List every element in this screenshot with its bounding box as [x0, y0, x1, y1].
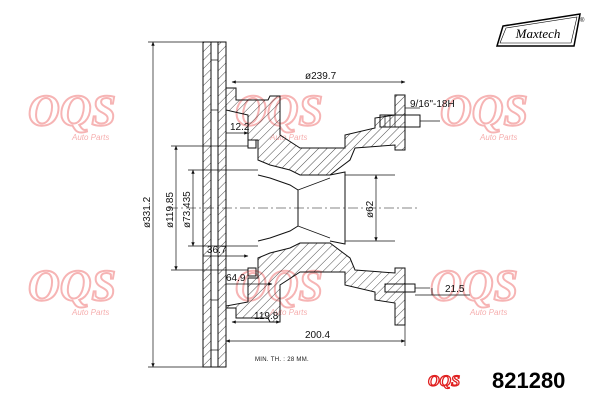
dim-64-9: 64.9	[226, 273, 246, 284]
hub-section-upper	[225, 87, 440, 176]
svg-text:Auto Parts: Auto Parts	[71, 133, 109, 142]
footer-logo: OQS	[427, 372, 460, 390]
watermark-top-left: OQS Auto Parts	[27, 85, 117, 142]
svg-text:Auto Parts: Auto Parts	[269, 133, 307, 142]
svg-text:OQS: OQS	[440, 86, 528, 135]
dim-331-2: ø331.2	[142, 196, 153, 228]
dim-36-7: 36.7	[207, 245, 227, 256]
rotor-ring	[202, 41, 227, 368]
svg-text:OQS: OQS	[428, 373, 460, 390]
dim-200-4: 200.4	[305, 330, 330, 341]
hub-bore	[247, 139, 395, 277]
part-number: 821280	[492, 368, 565, 393]
dim-239-7: ø239.7	[305, 71, 337, 82]
dim-12-2: 12.2	[230, 122, 250, 133]
dim-119-85: ø119.85	[165, 192, 176, 228]
svg-text:Auto Parts: Auto Parts	[469, 308, 507, 317]
svg-text:OQS: OQS	[28, 86, 116, 135]
watermark-top-right: OQS Auto Parts	[439, 85, 529, 142]
dim-62: ø62	[365, 200, 376, 218]
svg-text:Auto Parts: Auto Parts	[479, 133, 517, 142]
svg-text:OQS: OQS	[430, 261, 518, 310]
watermark-bottom-left: OQS Auto Parts	[27, 260, 117, 317]
dim-21-5: 21.5	[445, 284, 465, 295]
svg-text:OQS: OQS	[28, 261, 116, 310]
svg-text:Maxtech: Maxtech	[515, 26, 561, 41]
dimension-lines	[148, 41, 470, 368]
dim-119-8: 119.8	[254, 311, 279, 322]
maxtech-logo: Maxtech ®	[495, 13, 585, 47]
watermark-bottom-right: OQS Auto Parts	[429, 260, 519, 317]
dim-73-435: ø73.435	[182, 191, 193, 228]
svg-text:Auto Parts: Auto Parts	[71, 308, 109, 317]
min-thickness-note: MIN. TH. : 28 MM.	[255, 357, 309, 363]
svg-text:®: ®	[580, 17, 585, 24]
dim-thread: 9/16"-18H	[410, 99, 455, 110]
svg-text:Auto Parts: Auto Parts	[269, 308, 307, 317]
